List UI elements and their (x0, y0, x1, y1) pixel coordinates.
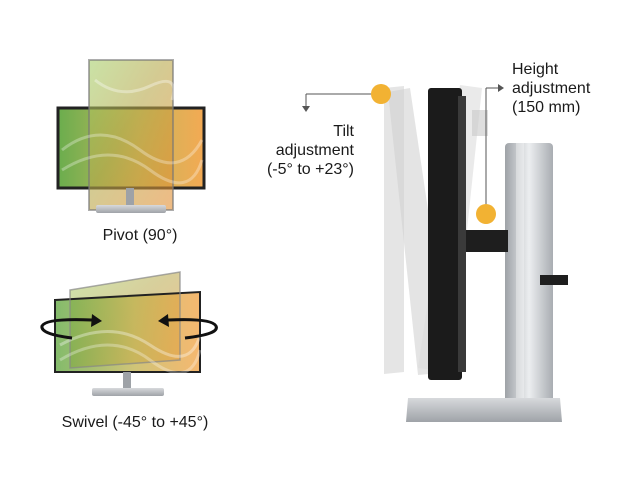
swivel-stand-neck (123, 372, 131, 390)
stand-base (406, 398, 562, 422)
pivot-caption: Pivot (90°) (102, 227, 178, 244)
side-view-illustration (302, 84, 568, 422)
mount-bracket (466, 230, 508, 252)
tilt-caption-line2: adjustment (275, 142, 354, 159)
height-caption-line2: adjustment (512, 80, 591, 97)
swivel-screen-front (55, 292, 200, 372)
curved-arrow-right-icon (158, 314, 218, 340)
pivot-stand-neck (126, 188, 134, 206)
tilt-marker (371, 84, 391, 104)
curved-arrow-left-icon (40, 314, 102, 340)
height-caption-line1: Height (512, 61, 559, 78)
swivel-caption: Swivel (-45° to +45°) (61, 414, 209, 431)
monitor-side-bezel (428, 88, 462, 380)
height-caption-line3: (150 mm) (512, 99, 581, 116)
ghost-monitor-left (384, 86, 404, 374)
height-caption: Height adjustment (150 mm) (512, 60, 622, 117)
pivot-stand-base (96, 205, 166, 213)
height-marker (476, 204, 496, 224)
tilt-caption-line1: Tilt (333, 123, 354, 140)
tilt-caption: Tilt adjustment (-5° to +23°) (244, 122, 354, 179)
pivot-portrait-screen (89, 60, 173, 210)
tilt-caption-line3: (-5° to +23°) (266, 161, 354, 178)
stand-column (505, 143, 553, 403)
tilt-pointer-arrow (302, 106, 310, 112)
swivel-stand-base (92, 388, 164, 396)
swivel-illustration (40, 271, 218, 396)
pivot-illustration (56, 59, 206, 213)
height-pointer-arrow (498, 84, 504, 92)
